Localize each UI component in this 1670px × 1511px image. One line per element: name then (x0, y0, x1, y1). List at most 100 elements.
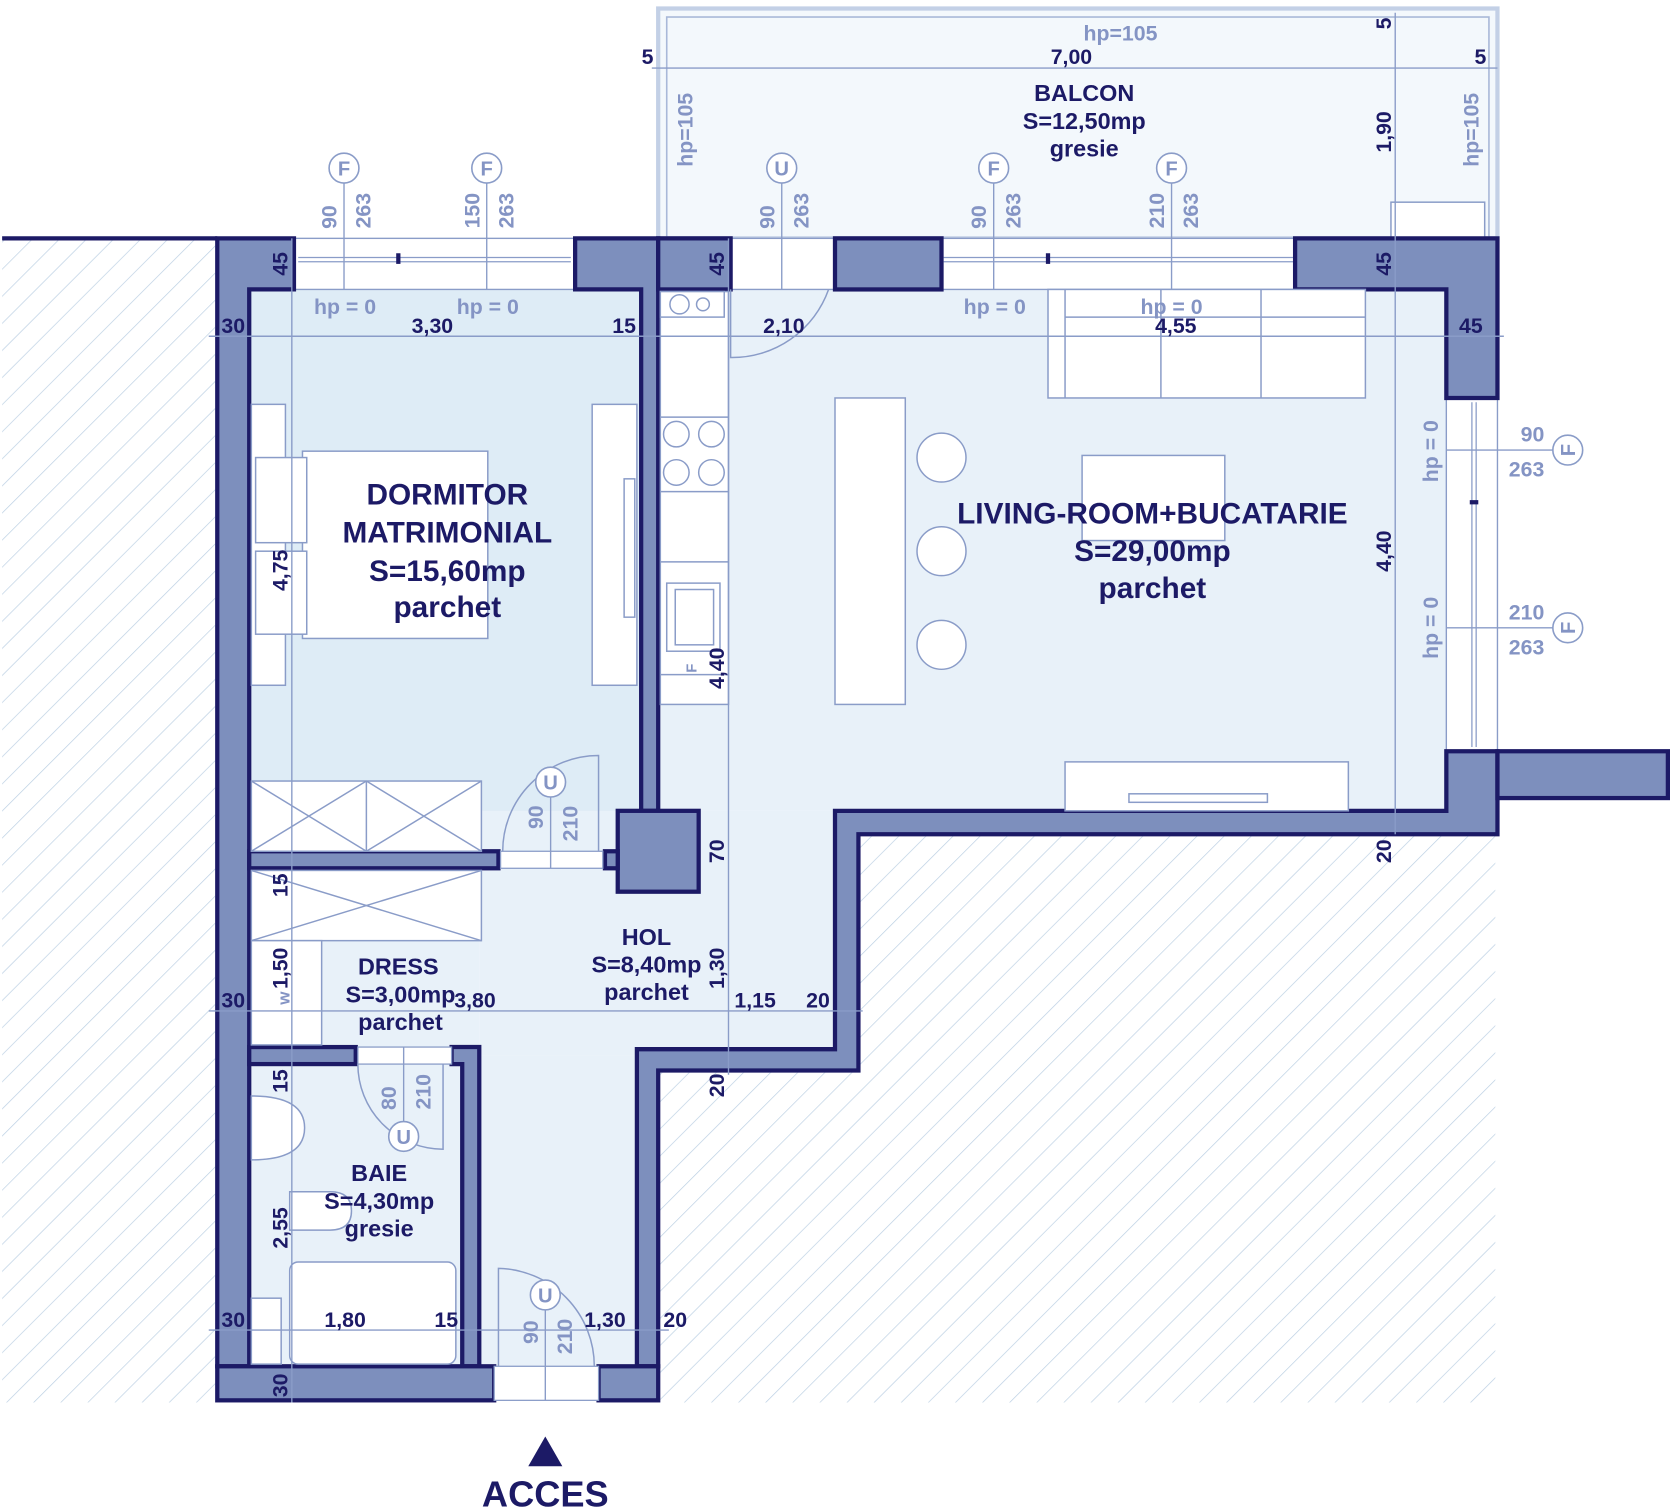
opening-height: 210 (553, 1319, 577, 1354)
room-area: S=4,30mp (324, 1188, 434, 1214)
dim-value: 15 (269, 873, 293, 897)
dim-value: 1,30 (584, 1308, 625, 1332)
dim-value: 45 (1372, 252, 1396, 276)
dim-value: 30 (269, 1374, 293, 1398)
tag-type: U (543, 773, 558, 795)
dim-value: 45 (269, 252, 293, 276)
exterior-hatch (2, 236, 1496, 1403)
walls (215, 236, 1670, 1403)
dim-value: 7,00 (1051, 45, 1092, 69)
dim-value: 4,75 (269, 549, 293, 591)
room-name: MATRIMONIAL (342, 517, 552, 550)
dim-value: 20 (705, 1074, 729, 1098)
opening-height: 263 (1179, 193, 1203, 229)
dim-value: 15 (434, 1308, 458, 1332)
room-name: BALCON (1034, 80, 1134, 106)
room-floor: parchet (393, 591, 501, 624)
triangle-up-icon (528, 1436, 563, 1467)
dim-value: 2,55 (269, 1207, 293, 1249)
room-floor: parchet (358, 1009, 443, 1035)
dim-value: 30 (221, 1308, 245, 1332)
room-name: BAIE (351, 1160, 407, 1186)
dim-value: 70 (705, 839, 729, 863)
dim-value: 4,40 (1372, 530, 1396, 571)
tag-type: U (396, 1127, 411, 1149)
fridge-label: F (685, 664, 701, 673)
tag-type: F (338, 159, 350, 181)
opening-height: 263 (789, 193, 813, 229)
opening-width: 90 (519, 1320, 543, 1344)
hp-label: hp=105 (1459, 93, 1483, 167)
hp-label: hp=105 (1083, 21, 1157, 45)
room-name: LIVING-ROOM+BUCATARIE (957, 498, 1348, 531)
opening-height: 210 (558, 806, 582, 841)
dress-furniture (250, 869, 483, 1046)
opening-width: 90 (524, 805, 548, 829)
opening-width: 90 (1521, 423, 1545, 447)
hp-label: hp = 0 (314, 295, 376, 319)
dimension-lines (208, 12, 1504, 1403)
hp-label: hp = 0 (964, 295, 1026, 319)
opening-height: 210 (411, 1074, 435, 1109)
dim-value: 45 (1459, 314, 1483, 338)
room-floor: gresie (1050, 135, 1119, 161)
dim-value: 20 (1372, 839, 1396, 863)
hall-corridor-floor (479, 1055, 637, 1367)
living-furniture (1047, 288, 1367, 812)
opening-width: 90 (967, 205, 991, 229)
opening-width: 80 (377, 1086, 401, 1110)
tag-type: U (774, 159, 789, 181)
dim-value: 5 (642, 45, 654, 69)
room-area: S=12,50mp (1023, 108, 1146, 134)
kitchen-furniture (659, 290, 967, 706)
room-area: S=8,40mp (591, 952, 701, 978)
dim-value: 1,50 (269, 948, 293, 989)
dress-w-label: w (275, 991, 294, 1006)
dim-value: 20 (663, 1308, 687, 1332)
access-label: ACCES (482, 1474, 609, 1511)
room-area: S=3,00mp (345, 981, 455, 1007)
dim-value: 1,15 (734, 989, 776, 1013)
room-floor: parchet (1099, 572, 1207, 605)
hp-label: hp = 0 (1419, 420, 1443, 482)
dim-value: 3,80 (454, 989, 495, 1013)
opening-width: 90 (318, 205, 342, 229)
room-area: S=29,00mp (1074, 535, 1231, 568)
access-marker: ACCES (482, 1436, 609, 1511)
tag-type: U (538, 1285, 553, 1307)
dim-value: 4,55 (1155, 314, 1197, 338)
dim-value: 1,80 (324, 1308, 365, 1332)
dim-value: 20 (806, 989, 830, 1013)
dim-value: 4,40 (705, 648, 729, 689)
room-area: S=15,60mp (369, 555, 526, 588)
room-name: HOL (622, 924, 671, 950)
opening-height: 263 (1509, 458, 1545, 482)
bedroom-furniture (250, 403, 638, 853)
room-floor: gresie (345, 1215, 414, 1241)
opening-width: 150 (460, 193, 484, 228)
bathroom-fixtures (250, 1095, 457, 1365)
dim-value: 15 (612, 314, 636, 338)
tag-type: F (481, 159, 493, 181)
hp-label: hp = 0 (457, 295, 519, 319)
dim-value: 30 (221, 989, 245, 1013)
dim-value: 3,30 (412, 314, 453, 338)
dim-value: 30 (221, 314, 245, 338)
dim-value: 5 (1474, 45, 1486, 69)
room-name: DORMITOR (366, 478, 528, 511)
dim-value: 2,10 (763, 314, 804, 338)
dim-value: 5 (1372, 17, 1396, 29)
tag-type: F (1165, 159, 1177, 181)
hp-label: hp=105 (673, 93, 697, 167)
opening-tags (328, 152, 1584, 1401)
opening-width: 210 (1145, 193, 1169, 228)
opening-height: 263 (494, 193, 518, 229)
opening-width: 90 (755, 205, 779, 229)
tag-type: F (1558, 622, 1580, 634)
dim-value: 45 (705, 252, 729, 276)
tag-type: F (1558, 444, 1580, 456)
dim-value: 1,30 (705, 948, 729, 989)
doors (357, 289, 830, 1401)
hp-label: hp = 0 (1419, 597, 1443, 659)
tag-type: F (988, 159, 1000, 181)
